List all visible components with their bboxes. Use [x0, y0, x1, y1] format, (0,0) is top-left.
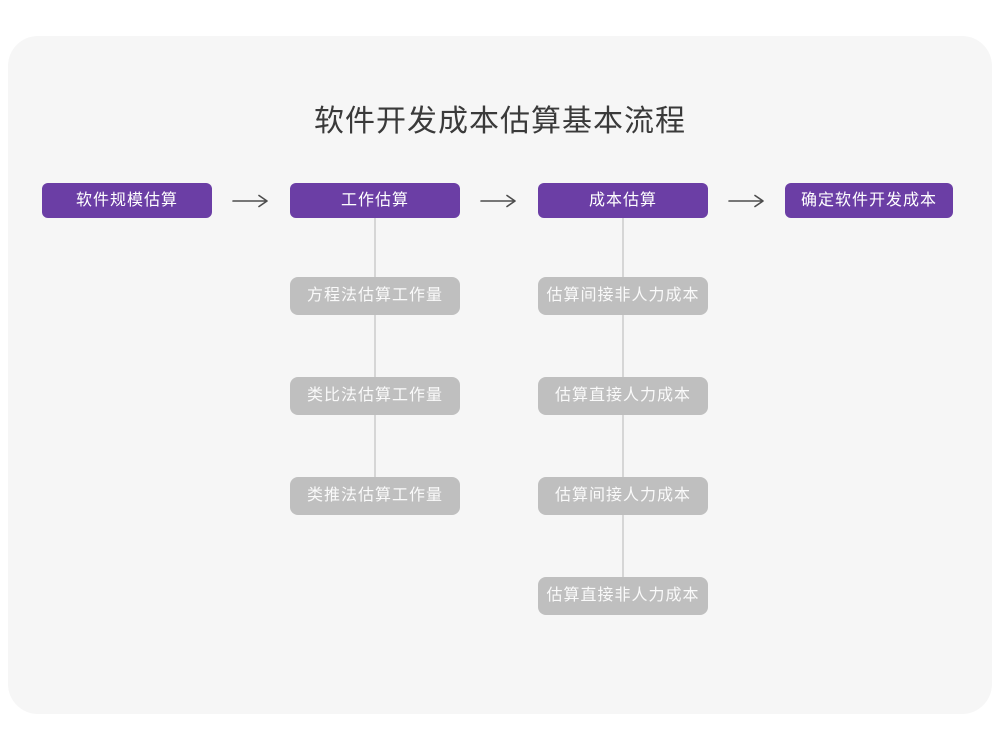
arrow-right-icon: [232, 194, 268, 208]
substep-equation-method: 方程法估算工作量: [290, 277, 460, 315]
substep-indirect-nonlabor-cost: 估算间接非人力成本: [538, 277, 708, 315]
substep-direct-nonlabor-cost: 估算直接非人力成本: [538, 577, 708, 615]
substep-direct-labor-cost: 估算直接人力成本: [538, 377, 708, 415]
stage-box-work-estimation: 工作估算: [290, 183, 460, 218]
substep-indirect-labor-cost: 估算间接人力成本: [538, 477, 708, 515]
arrow-right-icon: [728, 194, 764, 208]
connector-line-work-estimation: [374, 218, 376, 496]
page-title: 软件开发成本估算基本流程: [314, 105, 686, 138]
substep-analogy-method: 类比法估算工作量: [290, 377, 460, 415]
stage-box-software-scale-estimation: 软件规模估算: [42, 183, 212, 218]
arrow-right-icon: [480, 194, 516, 208]
substep-extrapolation-method: 类推法估算工作量: [290, 477, 460, 515]
stage-box-cost-estimation: 成本估算: [538, 183, 708, 218]
stage-box-determine-dev-cost: 确定软件开发成本: [785, 183, 953, 218]
diagram-card: [8, 36, 992, 714]
